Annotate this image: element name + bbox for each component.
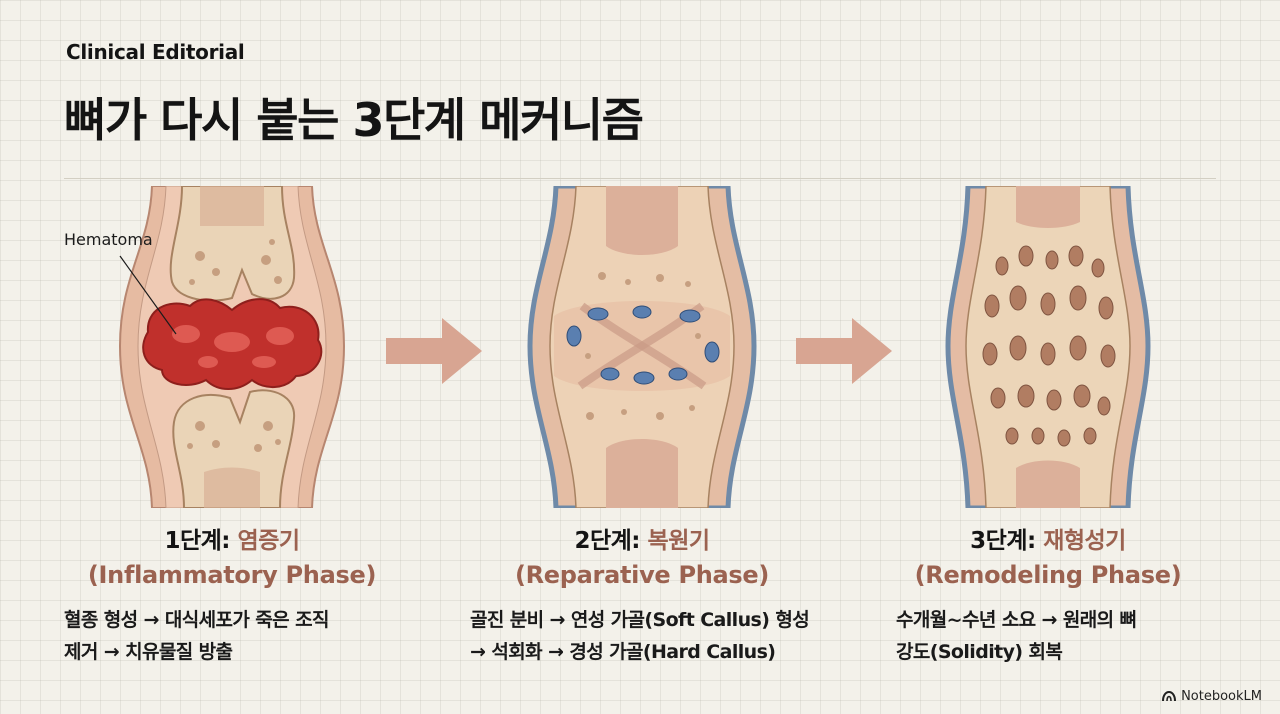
stage-1-desc-line-1: 혈종 형성 → 대식세포가 죽은 조직 <box>64 609 329 631</box>
stage-1-description: 혈종 형성 → 대식세포가 죽은 조직 제거 → 치유물질 방출 <box>64 604 424 668</box>
stage-3-heading: 3단계: 재형성기 (Remodeling Phase) <box>858 524 1238 592</box>
stage-1-heading: 1단계: 염증기 (Inflammatory Phase) <box>42 524 422 592</box>
stage-2-step: 2단계: <box>574 528 641 554</box>
stage-2-name: 복원기 <box>647 528 710 554</box>
stage-2-description: 골진 분비 → 연성 가골(Soft Callus) 형성 → 석회화 → 경성… <box>470 604 870 668</box>
arrow-right-icon <box>386 318 482 384</box>
stage-2-name-en: (Reparative Phase) <box>514 561 770 589</box>
bone-fracture-hematoma-illustration <box>82 186 382 508</box>
stage-3-desc-line-2: 강도(Solidity) 회복 <box>896 641 1063 663</box>
stage-2-desc-line-1: 골진 분비 → 연성 가골(Soft Callus) 형성 <box>470 609 810 631</box>
hematoma-label: Hematoma <box>64 230 153 249</box>
bone-callus-formation-illustration <box>492 186 792 508</box>
eyebrow-label: Clinical Editorial <box>66 40 245 64</box>
stage-3-step: 3단계: <box>970 528 1036 554</box>
stage-1-name-en: (Inflammatory Phase) <box>87 561 377 589</box>
brand-watermark: NotebookLM <box>1162 689 1262 704</box>
notebooklm-logo-icon <box>1162 691 1177 702</box>
stage-3-name-en: (Remodeling Phase) <box>914 561 1182 589</box>
stage-1-name: 염증기 <box>237 528 300 554</box>
stage-2-desc-line-2: → 석회화 → 경성 가골(Hard Callus) <box>470 641 776 663</box>
stage-2-heading: 2단계: 복원기 (Reparative Phase) <box>452 524 832 592</box>
stage-1-desc-line-2: 제거 → 치유물질 방출 <box>64 641 233 663</box>
arrow-right-icon <box>796 318 892 384</box>
stage-3-desc-line-1: 수개월~수년 소요 → 원래의 뼈 <box>896 609 1137 631</box>
stage-1-step: 1단계: <box>164 528 231 554</box>
bone-remodeling-illustration <box>898 186 1198 508</box>
stage-3-description: 수개월~수년 소요 → 원래의 뼈 강도(Solidity) 회복 <box>896 604 1226 668</box>
title-divider <box>64 178 1216 179</box>
stage-3-name: 재형성기 <box>1043 528 1126 554</box>
page-title: 뼈가 다시 붙는 3단계 메커니즘 <box>64 93 644 147</box>
brand-name: NotebookLM <box>1181 689 1262 704</box>
